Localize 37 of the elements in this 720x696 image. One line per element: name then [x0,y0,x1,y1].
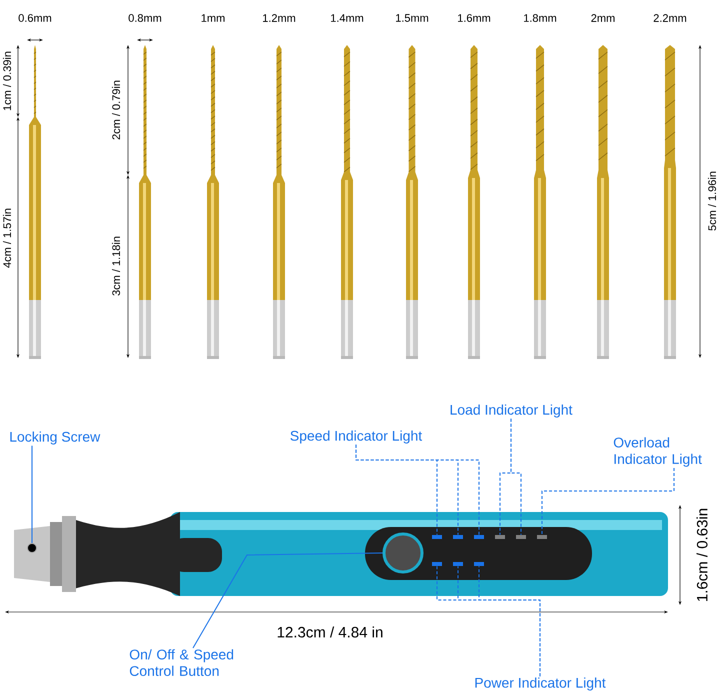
callout-label: Locking Screw [10,431,100,445]
dimension-label: 2mm [591,14,614,22]
dimension-label: 1.4mm [331,14,364,22]
leader-line [192,552,383,648]
dimension-label: 3cm / 1.18in [112,236,120,296]
callout-label: Speed Indicator Light [290,430,422,444]
callout-label: Overload Indicator Light [614,437,702,467]
leader-line [542,467,674,536]
indicator-light [453,535,463,539]
dimension-label: 2.2mm [654,14,686,22]
leader-line [478,566,540,677]
dimension-label: 0.6mm [18,14,52,22]
indicator-light [495,535,505,539]
leader-line [356,444,480,536]
dimension-label: 2cm / 0.79in [112,80,120,140]
indicator-light [474,562,484,566]
leader-line [510,418,522,536]
indicator-light [432,562,442,566]
indicator-light [432,535,442,539]
dimension-label: 1cm / 0.39in [2,52,12,110]
indicator-light [474,535,484,539]
dimension-label: 1.6cm / 0.63in [696,508,708,601]
callout-label: Power Indicator Light [475,677,606,691]
callout-label: Load Indicator Light [450,404,572,418]
dimension-label: 1.2mm [263,14,296,22]
callout-label: On/ Off & Speed Control Button [130,649,234,676]
dimension-label: 5cm / 1.96in [708,172,716,231]
dimension-label: 1.6mm [458,14,490,22]
indicator-light [453,562,463,566]
dimension-label: 12.3cm / 4.84 in [278,626,382,638]
indicator-light [537,535,547,539]
indicator-light [516,535,526,539]
dimension-label: 0.8mm [128,14,162,22]
dimension-label: 1.5mm [396,14,428,22]
dimension-label: 1.8mm [524,14,556,22]
dimension-label: 1mm [202,14,224,22]
dimension-label: 4cm / 1.57in [2,208,12,268]
